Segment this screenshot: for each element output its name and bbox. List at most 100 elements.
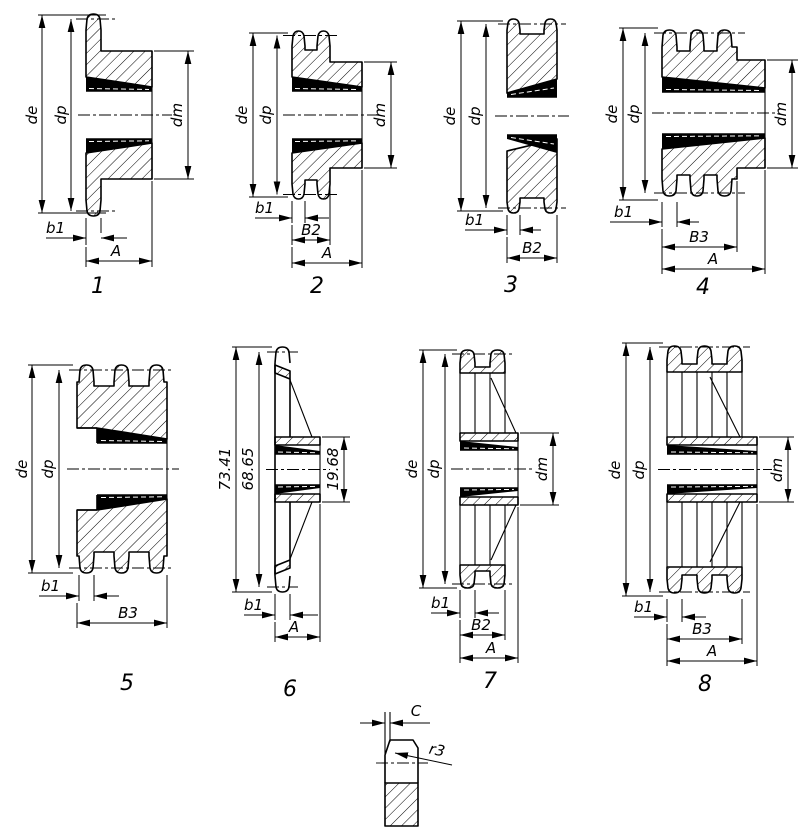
fig6-rim-chamfer-lower — [274, 559, 291, 575]
detail-body-section — [384, 782, 419, 827]
fig5-lower-section — [76, 498, 168, 574]
figure-5-number: 5 — [120, 671, 134, 696]
fig2-bore-edges — [292, 90, 362, 140]
fig4-dim-A: A — [707, 250, 718, 268]
fig1-dim-b1: b1 — [46, 219, 65, 237]
figure-7-duplex-sprocket-web-hub: de dp dm b1 B2 A 7 — [403, 349, 559, 694]
fig5-dim-B3: B3 — [118, 604, 138, 622]
fig5-taper-wedge-lower — [97, 495, 167, 510]
fig7-bore-edges — [460, 449, 518, 489]
fig8-dim-A: A — [706, 642, 717, 660]
fig5-dimensions: de dp b1 B3 — [13, 364, 168, 628]
fig8-hub-strip-upper — [666, 436, 758, 446]
figure-8-number: 8 — [698, 672, 712, 697]
fig1-dim-dm: dm — [168, 103, 186, 127]
fig4-lower-section — [661, 137, 766, 197]
fig5-dim-b1: b1 — [41, 577, 60, 595]
fig7-dim-dp: dp — [425, 459, 443, 478]
figure-8-triplex-sprocket-web-hub: de dp dm b1 B3 A 8 — [606, 342, 794, 697]
fig8-upper-section — [666, 345, 743, 373]
fig1-lower-section — [85, 142, 153, 217]
fig3-dimensions: de dp b1 B2 — [441, 20, 558, 263]
fig4-bore-edges — [662, 91, 765, 135]
figure-3-duplex-sprocket-plain: de dp b1 B2 3 — [441, 18, 569, 298]
fig3-taper-wedge-lower — [507, 135, 557, 153]
fig8-dimensions: de dp dm b1 B3 A — [606, 342, 794, 666]
fig7-dim-B2: B2 — [471, 616, 491, 634]
figure-5-triplex-sprocket-plain: de dp b1 B3 5 — [13, 364, 179, 696]
fig8-lower-section — [666, 566, 743, 594]
fig8-hub-strip-lower — [666, 493, 758, 503]
fig7-hub-strip-upper — [459, 432, 519, 442]
figure-2-duplex-sprocket-with-hub: de dp dm b1 B2 A 2 — [233, 30, 397, 299]
fig4-dim-B3: B3 — [689, 228, 709, 246]
fig2-lower-section — [291, 142, 363, 200]
fig6-web-cone — [289, 379, 313, 560]
fig7-web-plates — [459, 373, 506, 565]
fig1-dim-de: de — [23, 106, 41, 125]
fig7-dim-b1: b1 — [431, 594, 450, 612]
fig7-dim-A: A — [485, 639, 496, 657]
fig7-web-cone — [490, 377, 517, 561]
figure-4-number: 4 — [696, 275, 710, 300]
fig5-upper-section — [76, 364, 168, 440]
fig3-dim-dp: dp — [466, 106, 484, 125]
fig3-dim-b1: b1 — [465, 211, 484, 229]
fig2-dim-b1: b1 — [255, 199, 274, 217]
fig8-dim-B3: B3 — [692, 620, 712, 638]
detail-chamfer-edges — [384, 712, 391, 755]
fig3-dim-B2: B2 — [522, 239, 542, 257]
fig7-dim-dm: dm — [533, 457, 551, 481]
fig8-dim-dp: dp — [630, 460, 648, 479]
fig6-tooth-bottom — [274, 575, 291, 593]
fig3-dim-de: de — [441, 107, 459, 126]
detail-dim-r3: r3 — [427, 740, 446, 761]
fig1-dim-A: A — [110, 242, 121, 260]
fig7-hub-strip-lower — [459, 496, 519, 506]
figure-1-single-sprocket-with-hub: de dp dm b1 A 1 — [23, 13, 194, 299]
fig2-upper-section — [291, 30, 363, 88]
fig8-web-plates — [666, 372, 743, 567]
fig6-dim-b1: b1 — [244, 596, 263, 614]
fig3-upper-section — [506, 18, 558, 94]
fig8-dim-dm: dm — [768, 458, 786, 482]
fig7-dimensions: de dp dm b1 B2 A — [403, 349, 559, 663]
fig1-dimensions: de dp dm b1 A — [23, 14, 194, 267]
fig1-dim-dp: dp — [52, 105, 70, 124]
fig4-taper-wedge-upper — [662, 77, 765, 92]
fig7-dim-de: de — [403, 460, 421, 479]
fig4-dim-dm: dm — [772, 102, 790, 126]
fig6-dimensions: 73.41 68.65 19.68 b1 A — [216, 346, 350, 642]
fig6-dim-pitch: 68.65 — [239, 448, 257, 491]
figure-4-triplex-sprocket-with-hub: de dp dm b1 B3 A 4 — [603, 27, 798, 300]
figure-7-number: 7 — [483, 669, 497, 694]
fig8-dim-de: de — [606, 461, 624, 480]
fig8-dim-b1: b1 — [634, 598, 653, 616]
fig5-bore-edges — [97, 442, 167, 496]
figure-6-number: 6 — [283, 677, 297, 702]
fig1-upper-section — [85, 13, 153, 88]
figure-2-number: 2 — [310, 274, 324, 299]
fig8-bore-edges — [667, 453, 757, 486]
fig6-tooth-top — [274, 346, 291, 364]
fig1-bore-edges — [86, 90, 152, 140]
fig6-hub-strip-upper — [274, 436, 321, 446]
fig2-dim-dm: dm — [371, 103, 389, 127]
fig2-dim-de: de — [233, 106, 251, 125]
fig2-taper-wedge-upper — [292, 77, 362, 91]
figure-1-number: 1 — [91, 274, 105, 299]
fig6-hub-strip-lower — [274, 493, 321, 503]
fig2-dim-B2: B2 — [301, 221, 321, 239]
fig4-dim-b1: b1 — [614, 203, 633, 221]
fig2-taper-wedge-lower — [292, 139, 362, 153]
fig6-dim-A: A — [288, 618, 299, 636]
fig8-web-cone — [709, 376, 741, 563]
fig1-taper-wedge-lower — [86, 139, 152, 153]
fig6-rim-chamfer-upper — [274, 364, 291, 380]
detail-tooth-profile — [384, 739, 419, 783]
fig3-lower-section — [506, 138, 558, 214]
fig2-dim-A: A — [321, 244, 332, 262]
fig6-dim-outer: 73.41 — [216, 448, 234, 491]
